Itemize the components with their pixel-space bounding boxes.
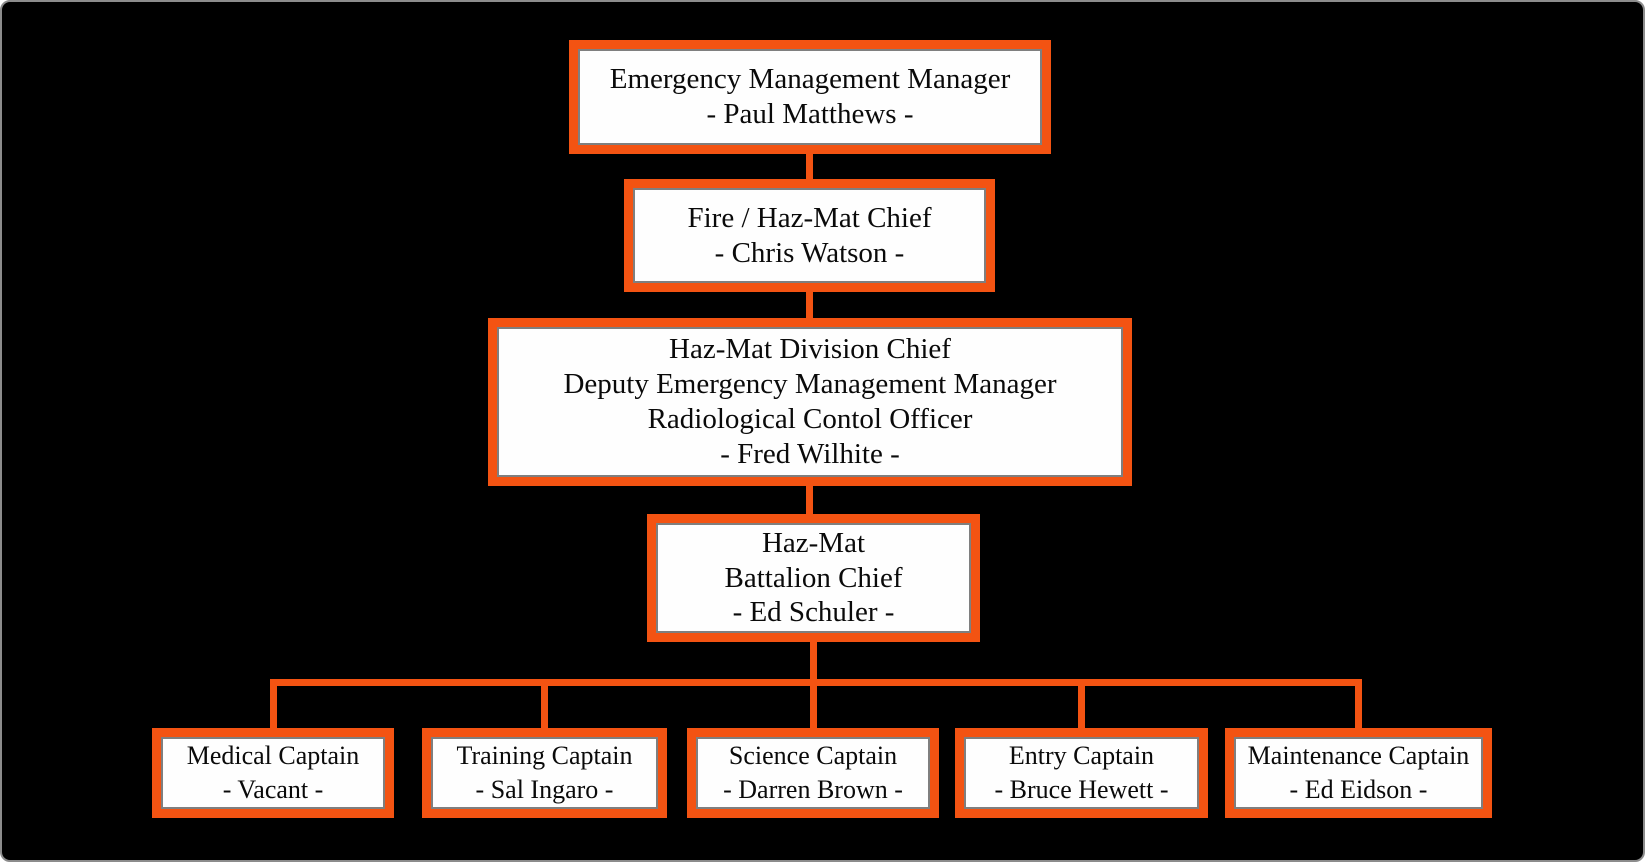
- node-person: - Vacant -: [222, 775, 324, 804]
- org-node-training-captain: Training Captain - Sal Ingaro -: [422, 728, 667, 818]
- org-node-body: Haz-Mat Division Chief Deputy Emergency …: [497, 327, 1123, 477]
- org-node-maintenance-captain: Maintenance Captain - Ed Eidson -: [1225, 728, 1492, 818]
- node-person: - Sal Ingaro -: [475, 775, 614, 804]
- node-title: Training Captain: [456, 741, 633, 771]
- connector-fire-chief-to-division-chief: [806, 288, 813, 322]
- org-node-body: Emergency Management Manager - Paul Matt…: [578, 49, 1042, 145]
- node-title-2: Battalion Chief: [724, 561, 903, 594]
- connector-division-chief-to-battalion-chief: [806, 484, 813, 518]
- org-node-body: Science Captain - Darren Brown -: [696, 737, 930, 809]
- node-title-2: Deputy Emergency Management Manager: [563, 368, 1057, 401]
- node-person: - Darren Brown -: [723, 775, 903, 804]
- org-node-body: Haz-Mat Battalion Chief - Ed Schuler -: [656, 523, 971, 633]
- node-title: Emergency Management Manager: [609, 63, 1011, 96]
- node-person: - Bruce Hewett -: [994, 775, 1169, 804]
- node-person: - Ed Eidson -: [1289, 775, 1428, 804]
- org-node-fire-hazmat-chief: Fire / Haz-Mat Chief - Chris Watson -: [624, 179, 995, 292]
- connector-captains-horizontal-bar: [270, 679, 1362, 686]
- node-person: - Ed Schuler -: [732, 596, 895, 629]
- node-title: Science Captain: [728, 741, 898, 771]
- node-title: Maintenance Captain: [1247, 741, 1470, 771]
- org-node-hazmat-battalion-chief: Haz-Mat Battalion Chief - Ed Schuler -: [647, 514, 980, 642]
- node-title-3: Radiological Contol Officer: [647, 403, 973, 435]
- org-node-body: Training Captain - Sal Ingaro -: [431, 737, 658, 809]
- connector-drop-entry-captain: [1078, 679, 1085, 732]
- org-node-body: Medical Captain - Vacant -: [161, 737, 385, 809]
- node-title: Haz-Mat Division Chief: [669, 333, 951, 366]
- org-node-hazmat-division-chief: Haz-Mat Division Chief Deputy Emergency …: [488, 318, 1132, 486]
- org-node-science-captain: Science Captain - Darren Brown -: [687, 728, 939, 818]
- node-person: - Chris Watson -: [714, 236, 905, 269]
- org-node-medical-captain: Medical Captain - Vacant -: [152, 728, 394, 818]
- node-title: Entry Captain: [1008, 741, 1155, 771]
- org-node-entry-captain: Entry Captain - Bruce Hewett -: [955, 728, 1208, 818]
- connector-drop-medical-captain: [270, 679, 277, 732]
- connector-drop-maintenance-captain: [1355, 679, 1362, 732]
- org-node-emergency-management-manager: Emergency Management Manager - Paul Matt…: [569, 40, 1051, 154]
- connector-root-to-fire-chief: [806, 150, 813, 184]
- node-title: Fire / Haz-Mat Chief: [687, 201, 932, 234]
- connector-drop-training-captain: [541, 679, 548, 732]
- node-person: - Fred Wilhite -: [720, 437, 900, 470]
- node-title: Haz-Mat: [761, 526, 866, 559]
- org-node-body: Entry Captain - Bruce Hewett -: [964, 737, 1199, 809]
- org-node-body: Maintenance Captain - Ed Eidson -: [1234, 737, 1483, 809]
- node-title: Medical Captain: [186, 741, 360, 771]
- org-node-body: Fire / Haz-Mat Chief - Chris Watson -: [633, 188, 986, 283]
- connector-battalion-chief-to-science-captain: [810, 640, 817, 732]
- node-person: - Paul Matthews -: [706, 98, 914, 130]
